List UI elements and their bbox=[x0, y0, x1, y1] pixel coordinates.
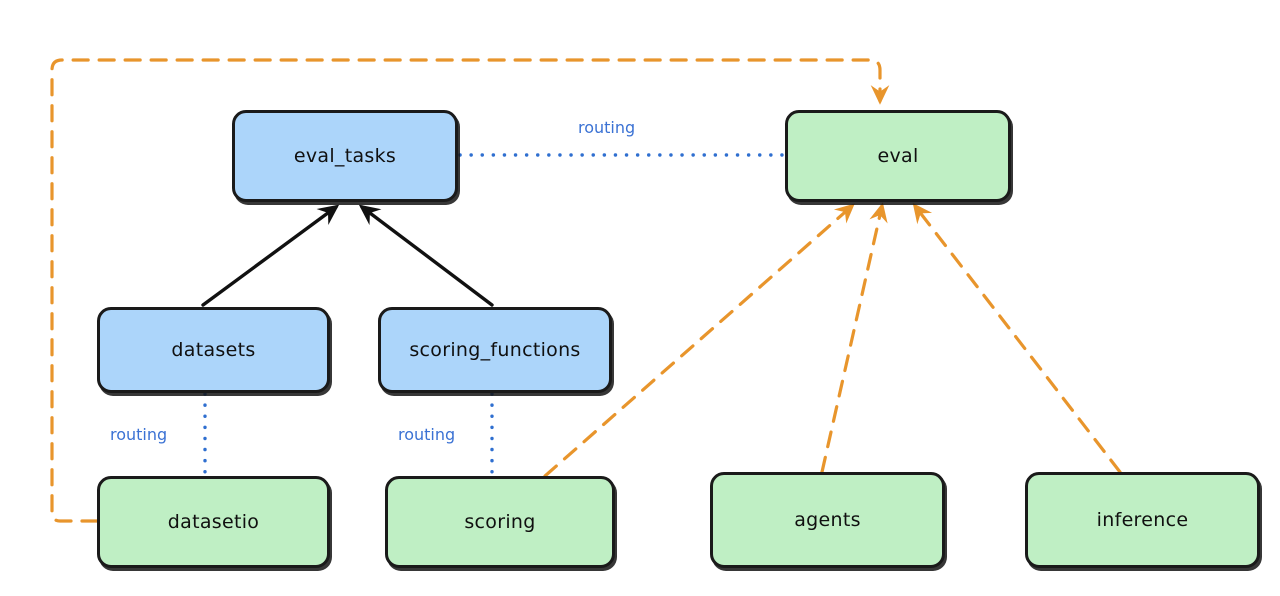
node-label: eval_tasks bbox=[293, 145, 397, 167]
edge-label-routing-middle: routing bbox=[398, 425, 456, 444]
node-eval[interactable]: eval bbox=[785, 110, 1011, 202]
node-scoring[interactable]: scoring bbox=[385, 476, 615, 568]
node-label: datasets bbox=[171, 339, 256, 361]
edge-label-routing-top: routing bbox=[578, 118, 636, 137]
edge-datasetio-eval bbox=[50, 58, 890, 523]
node-datasetio[interactable]: datasetio bbox=[97, 476, 330, 568]
node-agents[interactable]: agents bbox=[710, 472, 945, 568]
edge-datasets-eval_tasks bbox=[201, 204, 340, 307]
node-label: scoring_functions bbox=[409, 339, 581, 361]
edge-scoring_functions-eval_tasks bbox=[358, 204, 494, 307]
edge-inference-eval bbox=[912, 203, 1122, 474]
edge-agents-eval bbox=[820, 202, 888, 474]
node-datasets[interactable]: datasets bbox=[97, 307, 330, 393]
node-label: eval bbox=[877, 145, 919, 167]
node-label: datasetio bbox=[167, 511, 260, 533]
node-scoring-functions[interactable]: scoring_functions bbox=[378, 307, 612, 393]
node-inference[interactable]: inference bbox=[1025, 472, 1260, 568]
node-eval-tasks[interactable]: eval_tasks bbox=[232, 110, 458, 202]
node-label: scoring bbox=[464, 511, 536, 533]
node-label: inference bbox=[1096, 509, 1189, 531]
node-label: agents bbox=[794, 509, 861, 531]
edge-label-routing-left: routing bbox=[110, 425, 168, 444]
edge-scoring-eval bbox=[543, 203, 855, 478]
